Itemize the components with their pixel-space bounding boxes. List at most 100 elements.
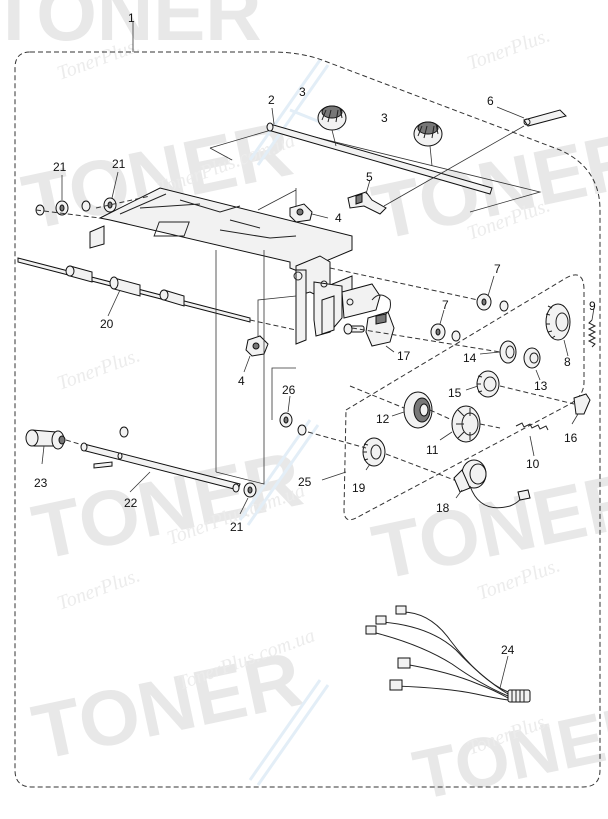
leader-line bbox=[311, 213, 329, 219]
leader-line bbox=[271, 107, 275, 125]
leader-line bbox=[439, 431, 453, 441]
leader-line bbox=[239, 497, 249, 515]
axis-line bbox=[307, 431, 471, 487]
leader-line bbox=[129, 471, 151, 493]
leader-line bbox=[496, 106, 525, 119]
leader-line bbox=[287, 395, 291, 413]
callout-25: 25 bbox=[298, 475, 312, 489]
leader-line bbox=[465, 385, 479, 391]
axis-line bbox=[249, 319, 297, 331]
leader-line bbox=[499, 655, 509, 689]
callout-21: 21 bbox=[53, 160, 67, 174]
gear-12 bbox=[403, 391, 433, 429]
bushing-21-right bbox=[103, 197, 117, 213]
callout-20: 20 bbox=[100, 317, 114, 331]
clutch-23 bbox=[25, 429, 66, 450]
leader-line bbox=[365, 179, 371, 195]
axis-line bbox=[35, 195, 151, 219]
leader-line bbox=[257, 295, 297, 336]
callout-22: 22 bbox=[124, 496, 138, 510]
callout-26: 26 bbox=[282, 383, 296, 397]
callout-2: 2 bbox=[268, 93, 275, 107]
callout-15: 15 bbox=[448, 386, 462, 400]
gear-3-right bbox=[413, 121, 443, 147]
leader-line bbox=[383, 125, 525, 207]
guide-outline bbox=[209, 127, 542, 213]
callout-21: 21 bbox=[112, 157, 126, 171]
leader-line bbox=[107, 289, 121, 317]
callout-14: 14 bbox=[463, 351, 477, 365]
gear-19 bbox=[362, 437, 386, 467]
clamp-5 bbox=[347, 191, 387, 215]
bushing-21-left bbox=[55, 200, 69, 216]
gear-3-left bbox=[317, 105, 347, 131]
leader-line bbox=[535, 369, 541, 381]
bushing-21-bottom bbox=[243, 482, 257, 498]
callout-19: 19 bbox=[352, 481, 366, 495]
gear-14 bbox=[499, 340, 517, 364]
main-frame bbox=[89, 187, 353, 345]
leader-line bbox=[257, 188, 297, 211]
watermark-slash bbox=[238, 419, 320, 526]
watermark-site: TonerPlus. bbox=[54, 344, 143, 394]
e-ring-22 bbox=[119, 426, 129, 438]
leader-line bbox=[487, 275, 495, 297]
guide-outline bbox=[209, 147, 233, 161]
axis-line bbox=[349, 385, 501, 429]
leader-line bbox=[271, 367, 296, 420]
leader-line bbox=[391, 411, 405, 417]
callout-10: 10 bbox=[526, 457, 540, 471]
callout-9: 9 bbox=[589, 299, 596, 313]
bushing-7-lower bbox=[430, 323, 461, 342]
leader-line bbox=[591, 307, 595, 321]
watermark-brand: TONER bbox=[407, 688, 608, 815]
watermark-site: TonerPlus. bbox=[464, 24, 553, 74]
axis-line bbox=[499, 385, 575, 405]
e-ring-21-c bbox=[232, 483, 240, 493]
wire-harness-24 bbox=[365, 605, 531, 703]
callout-5: 5 bbox=[366, 170, 373, 184]
leader-line bbox=[321, 471, 347, 481]
leader-line bbox=[385, 345, 395, 353]
assembly-boundary bbox=[14, 51, 601, 788]
gear-assembly-boundary bbox=[343, 274, 585, 521]
callout-23: 23 bbox=[34, 476, 48, 490]
screw-17 bbox=[343, 323, 365, 335]
axis-line bbox=[351, 327, 501, 353]
solenoid-17 bbox=[365, 294, 395, 347]
callout-16: 16 bbox=[564, 431, 578, 445]
callout-1: 1 bbox=[128, 11, 135, 25]
spring-9 bbox=[587, 319, 597, 348]
callout-4: 4 bbox=[335, 211, 342, 225]
callout-17: 17 bbox=[397, 349, 411, 363]
e-ring-21-b bbox=[81, 200, 91, 212]
watermark-brand: TONER bbox=[0, 0, 262, 57]
callout-18: 18 bbox=[436, 501, 450, 515]
callout-24: 24 bbox=[501, 643, 515, 657]
gear-11 bbox=[451, 405, 481, 443]
callout-7: 7 bbox=[442, 298, 449, 312]
lever-6 bbox=[523, 109, 567, 127]
gear-8 bbox=[545, 303, 571, 341]
callout-8: 8 bbox=[564, 355, 571, 369]
leader-line bbox=[429, 145, 433, 167]
callout-4: 4 bbox=[238, 374, 245, 388]
bushing-7-upper bbox=[476, 293, 509, 312]
connector-4-lower bbox=[245, 335, 269, 357]
leader-line bbox=[571, 413, 579, 425]
leader-line bbox=[439, 309, 445, 325]
callout-3: 3 bbox=[381, 111, 388, 125]
callout-labels: 1 2 3 3 4 4 5 6 7 7 8 9 10 11 12 13 14 1… bbox=[34, 11, 596, 657]
leader-line bbox=[41, 445, 45, 465]
leader-line bbox=[455, 489, 463, 499]
pin-22 bbox=[93, 461, 113, 469]
e-ring-26 bbox=[279, 412, 307, 436]
watermark-slash bbox=[248, 679, 330, 786]
leader-line bbox=[243, 355, 251, 373]
axis-line bbox=[329, 267, 479, 301]
gear-13 bbox=[523, 347, 541, 369]
callout-21: 21 bbox=[230, 520, 244, 534]
callout-3: 3 bbox=[299, 85, 306, 99]
callout-7: 7 bbox=[494, 262, 501, 276]
